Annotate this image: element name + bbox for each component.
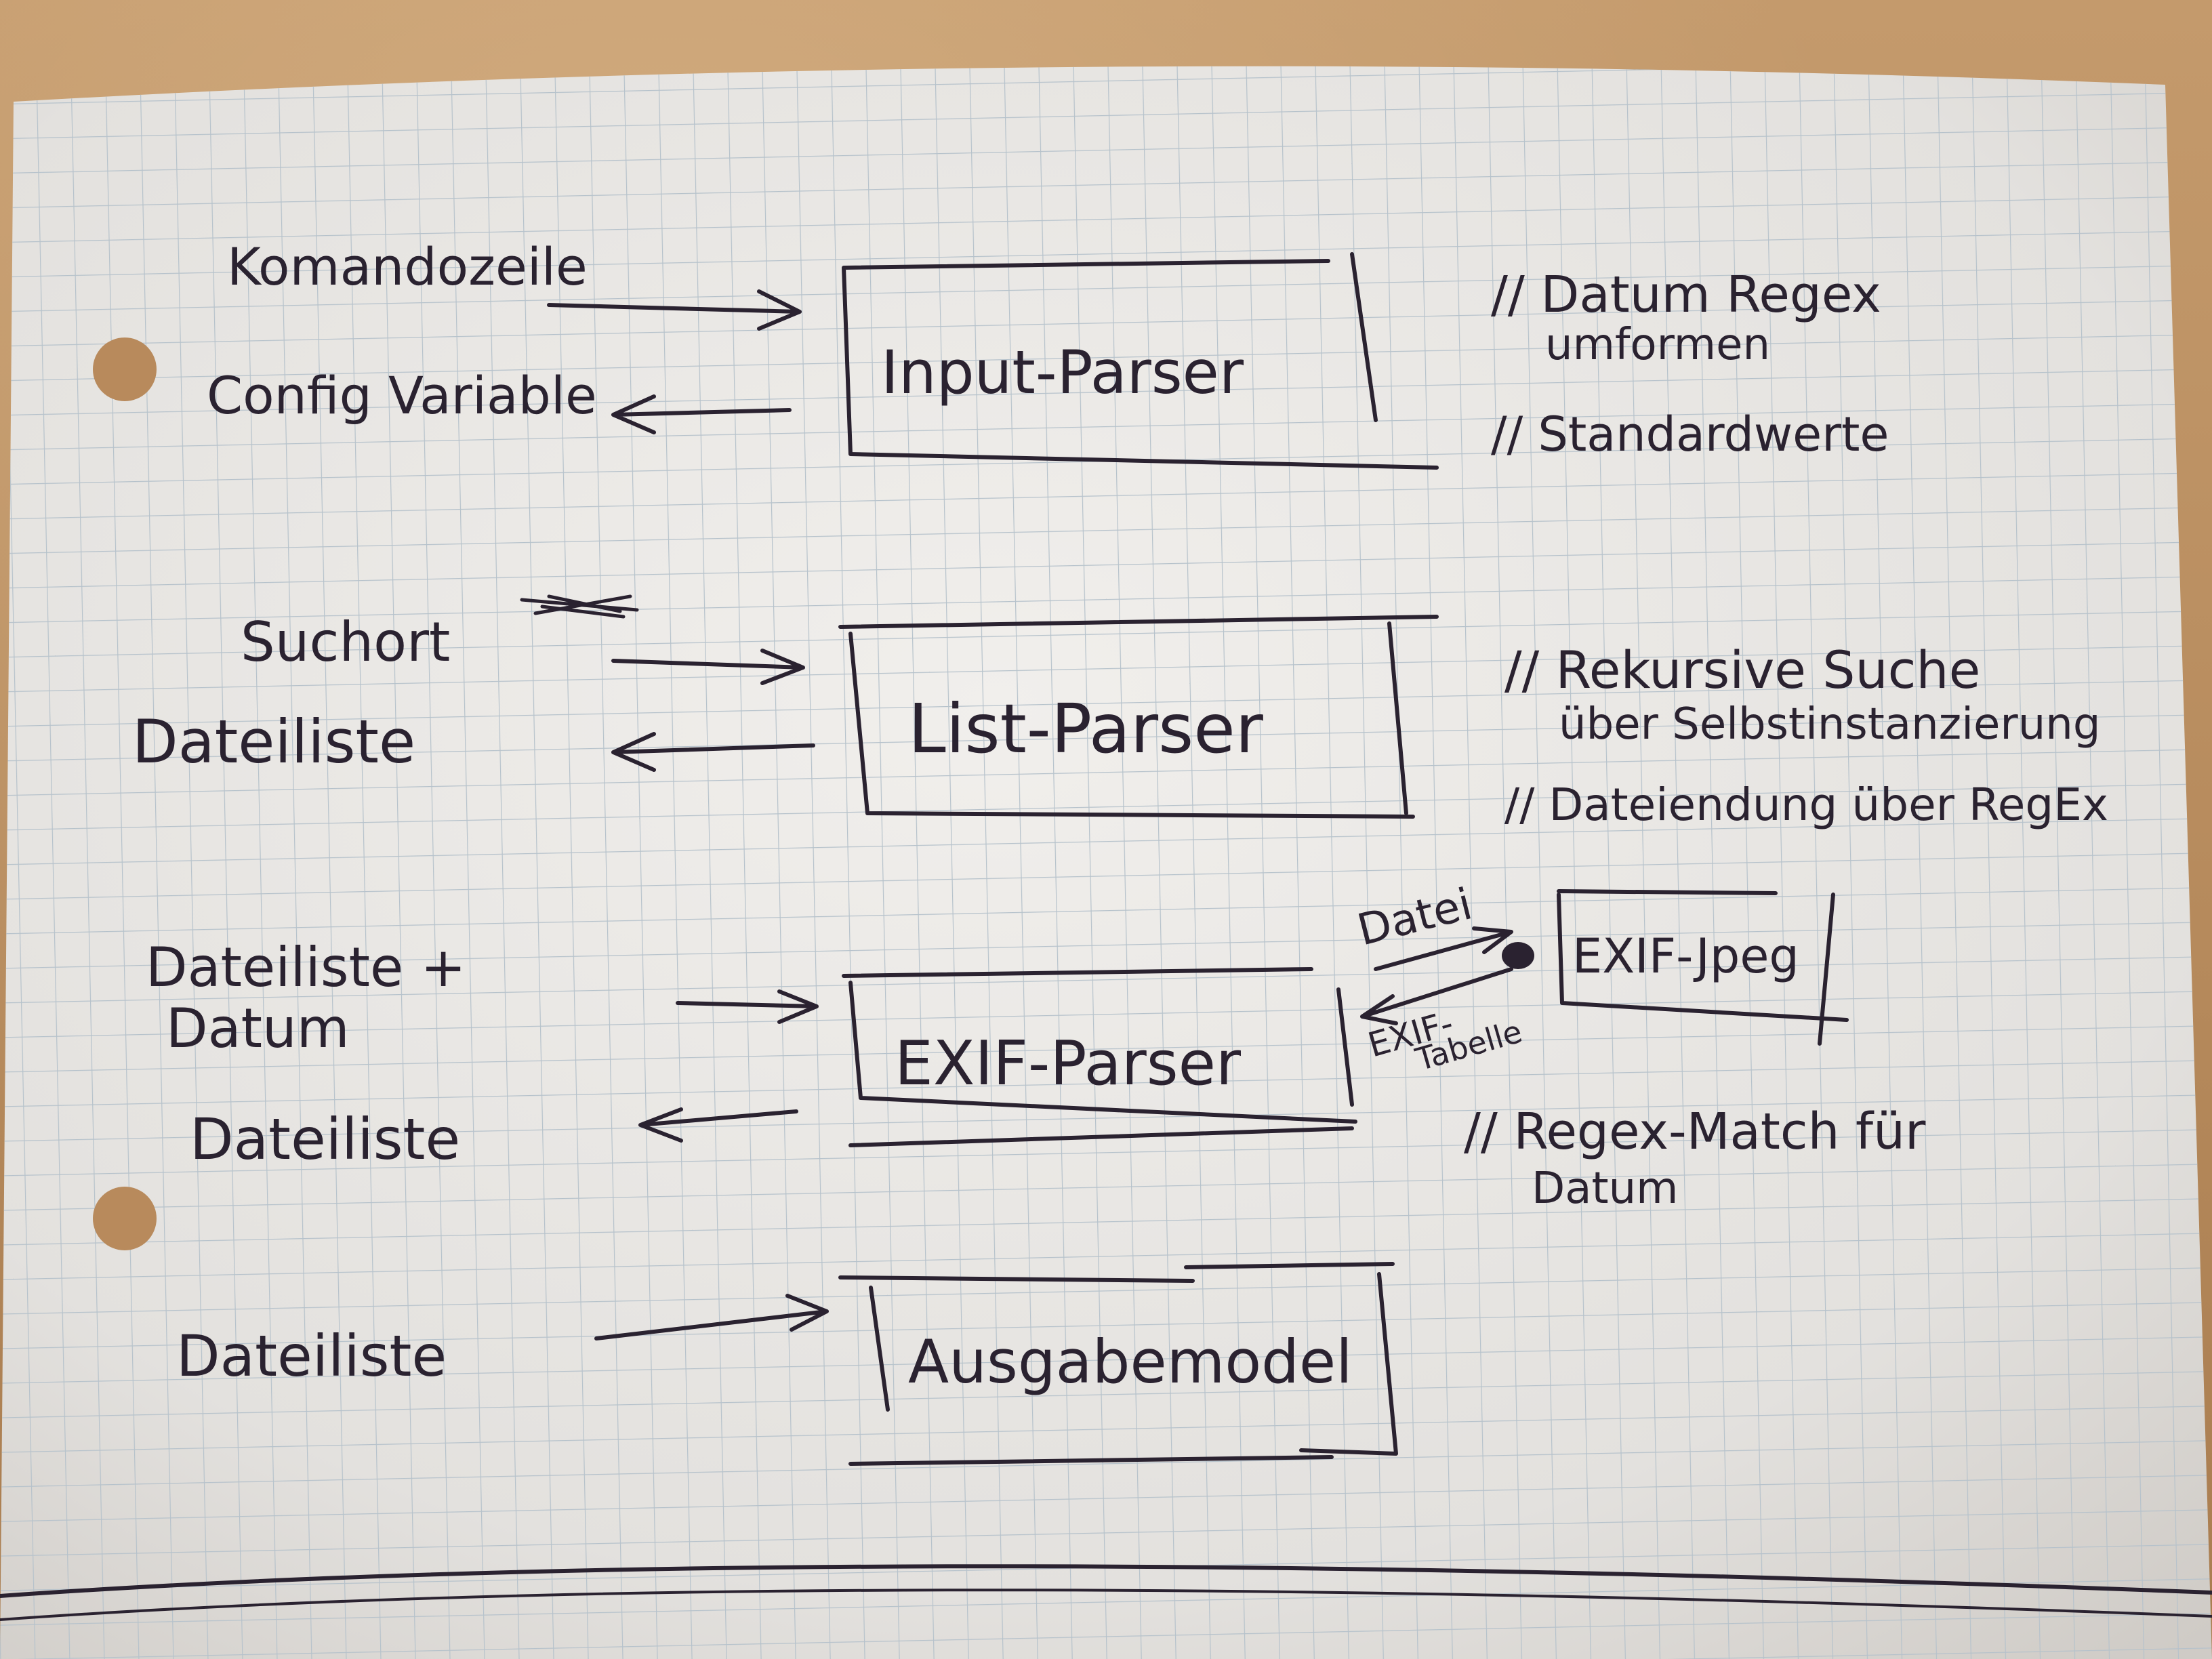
box-label-input-parser: Input-Parser xyxy=(881,337,1244,407)
arrow-datei-to-exif-jpeg xyxy=(1374,926,1513,971)
note-standardwerte: // Standardwerte xyxy=(1491,407,1889,462)
box-input-parser xyxy=(842,252,1439,470)
note-datum-regex: // Datum Regex xyxy=(1491,266,1881,324)
arrow-to-list-parser xyxy=(611,649,805,685)
arrow-from-input-parser xyxy=(611,394,792,434)
box-ausgabemodel xyxy=(838,1262,1398,1466)
punch-hole-top xyxy=(93,337,157,401)
punch-hole-bottom xyxy=(93,1187,157,1250)
output-label-dateiliste-list: Dateiliste xyxy=(132,707,415,777)
paper-grid xyxy=(0,66,2212,1659)
output-label-dateiliste-exif: Dateiliste xyxy=(190,1106,460,1172)
input-label-komandozeile: Komandozeile xyxy=(227,237,588,297)
page-curve-line xyxy=(0,1564,2212,1598)
page-curve-line xyxy=(0,1589,2212,1621)
note-regex-datum: Datum xyxy=(1532,1164,1679,1214)
arrow-to-ausgabemodel xyxy=(594,1294,829,1340)
box-label-ausgabemodel: Ausgabemodel xyxy=(908,1327,1353,1397)
box-exif-parser xyxy=(842,967,1357,1147)
input-label-suchort: Suchort xyxy=(241,611,450,674)
input-label-dateiliste-datum: Dateiliste + xyxy=(146,936,466,999)
arrow-from-exif-parser xyxy=(638,1107,798,1143)
note-umformen: umformen xyxy=(1545,320,1770,370)
scribbled-word xyxy=(520,594,639,619)
box-exif-jpeg xyxy=(1557,889,1849,1046)
input-label-datum: Datum xyxy=(166,997,350,1060)
box-label-list-parser: List-Parser xyxy=(908,689,1264,769)
note-regex-match: // Regex-Match für xyxy=(1464,1103,1926,1161)
note-dateiendung: // Dateiendung über RegEx xyxy=(1504,779,2108,831)
arrow-to-input-parser xyxy=(547,289,802,331)
box-label-exif-jpeg: EXIF-Jpeg xyxy=(1572,928,1799,984)
output-label-config-variable: Config Variable xyxy=(207,365,597,426)
box-label-exif-parser: EXIF-Parser xyxy=(895,1028,1241,1099)
ink-blot xyxy=(1502,942,1534,969)
note-selbstinstanzierung: über Selbstinstanzierung xyxy=(1559,699,2100,750)
arrow-from-list-parser xyxy=(611,732,815,772)
input-label-dateiliste-ausgabe: Dateiliste xyxy=(176,1323,447,1389)
note-rekursive-suche: // Rekursive Suche xyxy=(1504,640,1980,700)
arrow-exif-tabelle-back xyxy=(1360,967,1513,1025)
arrow-to-exif-parser xyxy=(676,989,819,1024)
box-list-parser xyxy=(838,615,1439,819)
